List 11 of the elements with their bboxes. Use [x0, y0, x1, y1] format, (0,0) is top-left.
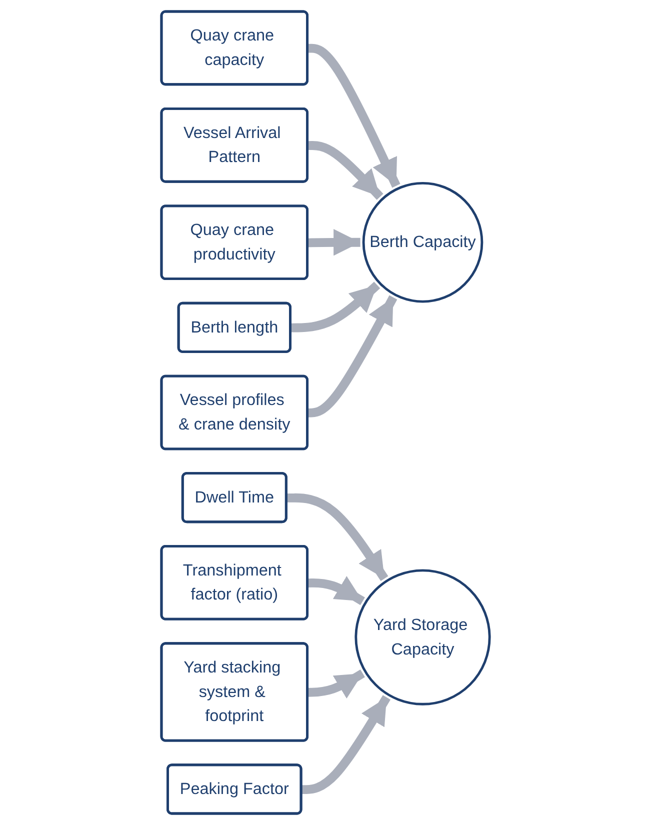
arrow	[290, 282, 380, 332]
arrow	[307, 576, 365, 606]
node-circle: Berth Capacity	[362, 182, 484, 303]
node-circle: Yard Storage Capacity	[354, 569, 491, 706]
arrow	[307, 44, 400, 188]
arrow	[307, 670, 365, 699]
arrow	[307, 229, 360, 256]
arrow	[307, 141, 384, 200]
arrow	[307, 295, 398, 418]
arrow	[301, 695, 390, 794]
arrow	[286, 493, 388, 582]
